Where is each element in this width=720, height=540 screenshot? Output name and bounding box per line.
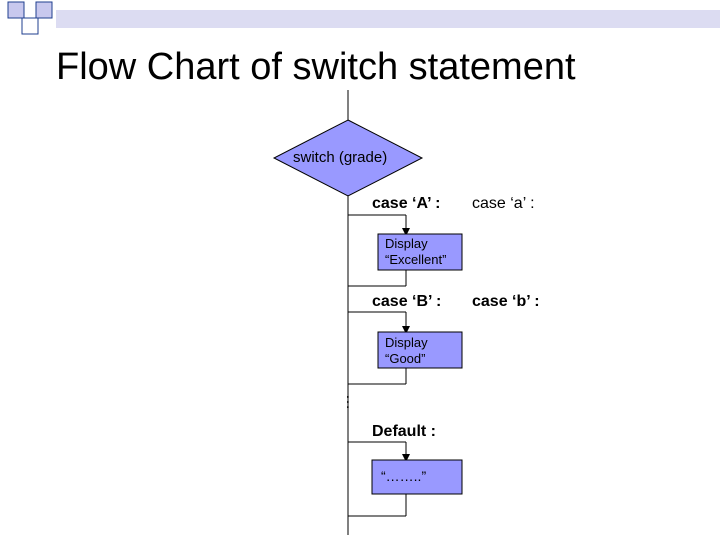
header-decoration <box>7 1 720 35</box>
slide-title: Flow Chart of switch statement <box>56 46 576 88</box>
case-a-lower-label: case ‘a’ : <box>472 195 535 212</box>
deco-square-1 <box>7 1 25 19</box>
deco-square-3 <box>21 17 39 35</box>
case-b-upper-label: case ‘B’ : <box>372 293 442 310</box>
box-excellent-line1: Display <box>385 236 428 251</box>
box-good-line1: Display <box>385 335 428 350</box>
case-b-lower-label: case ‘b’ : <box>472 293 540 310</box>
box-default <box>371 459 463 495</box>
ellipsis-marker: … <box>343 394 360 410</box>
box-good <box>377 331 463 369</box>
box-default-text: “……..” <box>381 468 427 484</box>
decision-label: switch (grade) <box>293 149 388 166</box>
deco-square-2 <box>35 1 53 19</box>
case-a-upper-label: case ‘A’ : <box>372 195 441 212</box>
box-good-line2: “Good” <box>385 351 426 366</box>
box-excellent <box>377 233 463 271</box>
deco-bar <box>56 10 720 28</box>
default-label: Default : <box>372 423 436 440</box>
box-excellent-line2: “Excellent” <box>385 252 447 267</box>
